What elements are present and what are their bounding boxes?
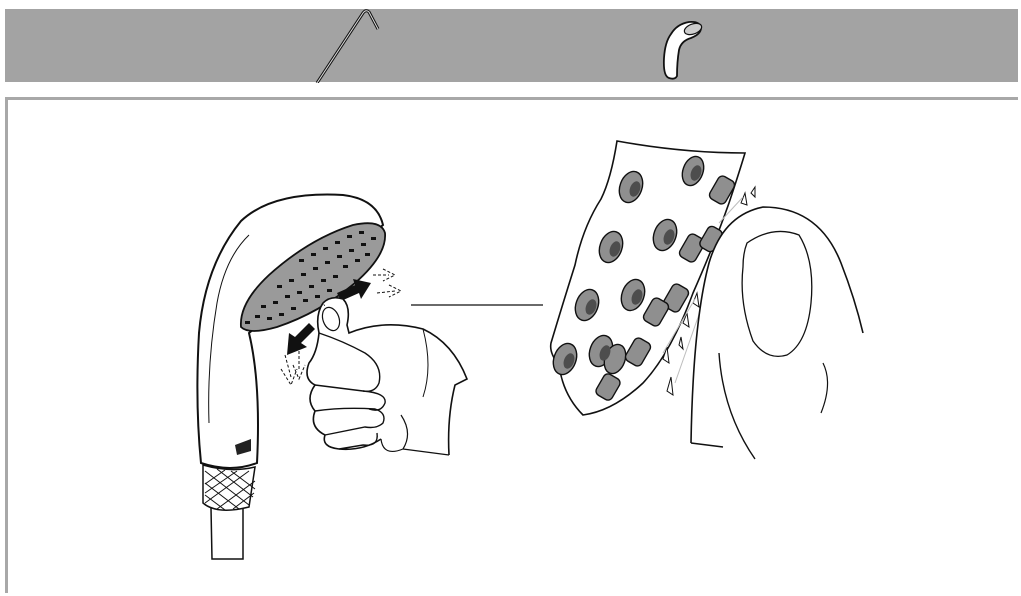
illustration-panel [5, 97, 1018, 593]
hand-shower-icon [662, 20, 703, 80]
nozzle-detail-illustration [549, 140, 864, 460]
allen-key-icon [315, 9, 380, 83]
connector-line [411, 304, 543, 306]
hand-shower-cleaning-illustration [196, 193, 469, 560]
header-band [5, 9, 1018, 83]
